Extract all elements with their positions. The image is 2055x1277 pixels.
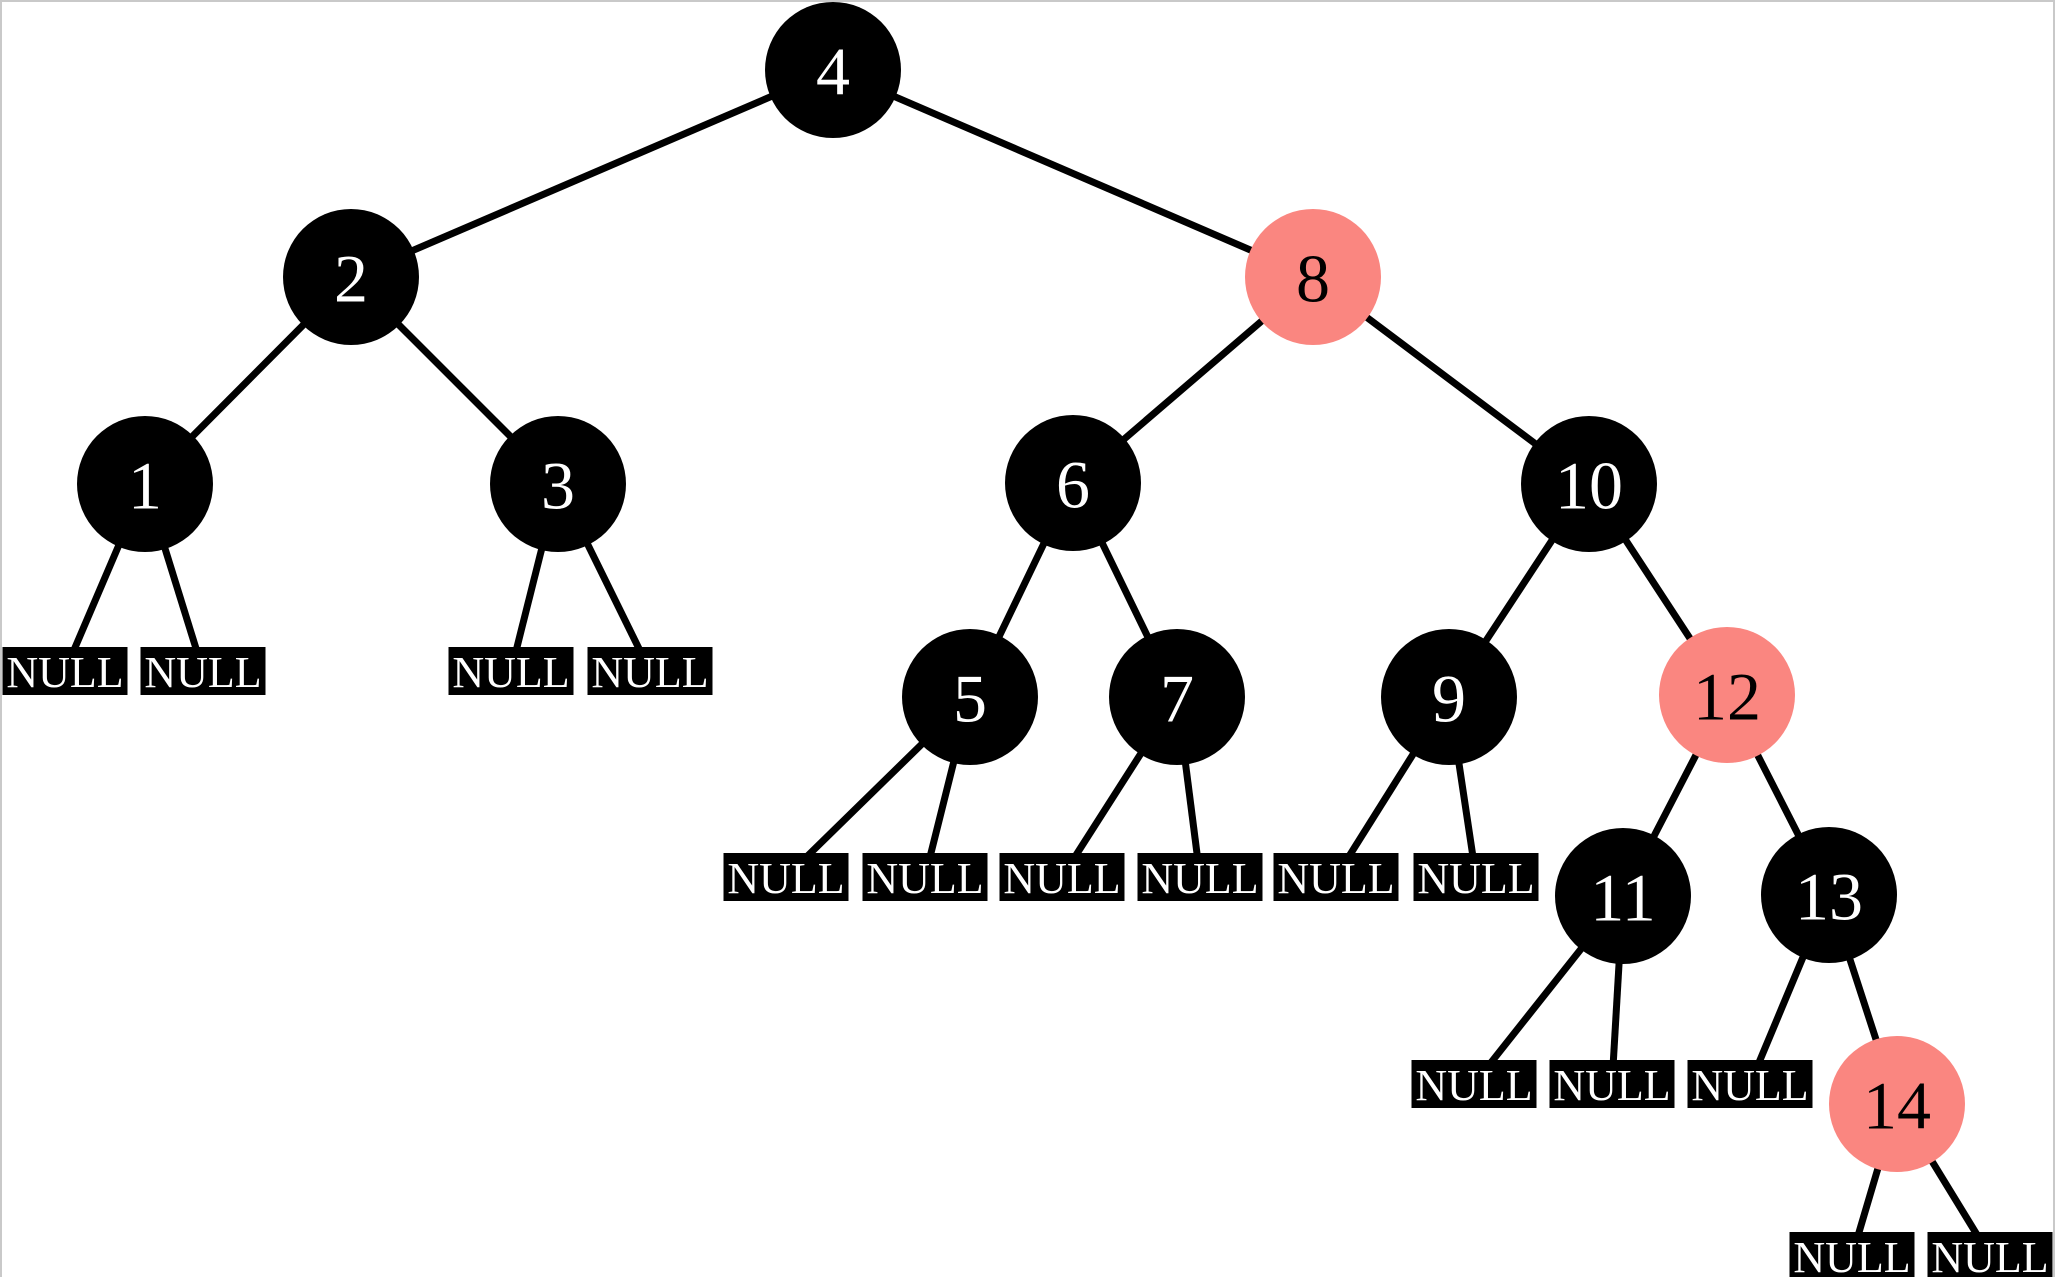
null-leaf-label: NULL: [1277, 854, 1394, 903]
null-leaf-box: [2, 647, 128, 695]
tree-node-label-9: 9: [1432, 660, 1466, 736]
tree-node-2: [283, 209, 419, 345]
null-leaf-label: NULL: [1417, 854, 1534, 903]
tree-edge-4-2: [349, 66, 835, 281]
tree-node-1: [77, 416, 213, 552]
tree-node-label-8: 8: [1296, 240, 1330, 316]
null-leaf-box: [1273, 853, 1399, 901]
null-leaf-label: NULL: [591, 648, 708, 697]
null-leaf-box: [1927, 1232, 2053, 1277]
tree-node-label-11: 11: [1590, 859, 1655, 935]
null-leaf-box: [1413, 853, 1539, 901]
null-leaf-label: NULL: [144, 648, 261, 697]
tree-node-label-2: 2: [334, 240, 368, 316]
tree-node-5: [902, 629, 1038, 765]
null-leaf-box: [448, 647, 574, 695]
tree-node-label-5: 5: [953, 660, 987, 736]
null-leaf-label: NULL: [1415, 1061, 1532, 1110]
null-leaf-box: [999, 853, 1125, 901]
tree-node-label-3: 3: [541, 447, 575, 523]
tree-edge-4-8: [831, 66, 1315, 281]
tree-node-8: [1245, 209, 1381, 345]
null-leaf-label: NULL: [866, 854, 983, 903]
null-leaf-box: [1789, 1232, 1915, 1277]
tree-node-label-4: 4: [816, 33, 850, 109]
tree-node-7: [1109, 629, 1245, 765]
null-leaf-box: [1137, 853, 1263, 901]
tree-node-label-12: 12: [1693, 658, 1761, 734]
null-leaf-label: NULL: [6, 648, 123, 697]
tree-node-label-14: 14: [1863, 1067, 1931, 1143]
null-leaf-label: NULL: [1691, 1061, 1808, 1110]
null-leaf-label: NULL: [1793, 1233, 1910, 1277]
null-leaf-box: [862, 853, 988, 901]
null-leaf-label: NULL: [727, 854, 844, 903]
null-leaf-label: NULL: [452, 648, 569, 697]
null-leaf-label: NULL: [1141, 854, 1258, 903]
tree-node-label-13: 13: [1795, 858, 1863, 934]
tree-node-label-6: 6: [1056, 446, 1090, 522]
tree-node-13: [1761, 827, 1897, 963]
tree-node-6: [1005, 415, 1141, 551]
null-leaf-box: [587, 647, 713, 695]
null-leaf-label: NULL: [1003, 854, 1120, 903]
tree-node-label-10: 10: [1555, 447, 1623, 523]
null-leaf-box: [1411, 1060, 1537, 1108]
tree-node-3: [490, 416, 626, 552]
null-leaf-label: NULL: [1553, 1061, 1670, 1110]
tree-node-4: [765, 2, 901, 138]
tree-node-label-1: 1: [128, 447, 162, 523]
null-leaf-box: [723, 853, 849, 901]
tree-node-label-7: 7: [1160, 660, 1194, 736]
null-leaf-box: [140, 647, 266, 695]
tree-node-12: [1659, 627, 1795, 763]
null-leaf-box: [1687, 1060, 1813, 1108]
tree-node-9: [1381, 629, 1517, 765]
tree-node-10: [1521, 416, 1657, 552]
tree-node-14: [1829, 1036, 1965, 1172]
null-leaf-box: [1549, 1060, 1675, 1108]
tree-node-11: [1555, 828, 1691, 964]
null-leaf-label: NULL: [1931, 1233, 2048, 1277]
